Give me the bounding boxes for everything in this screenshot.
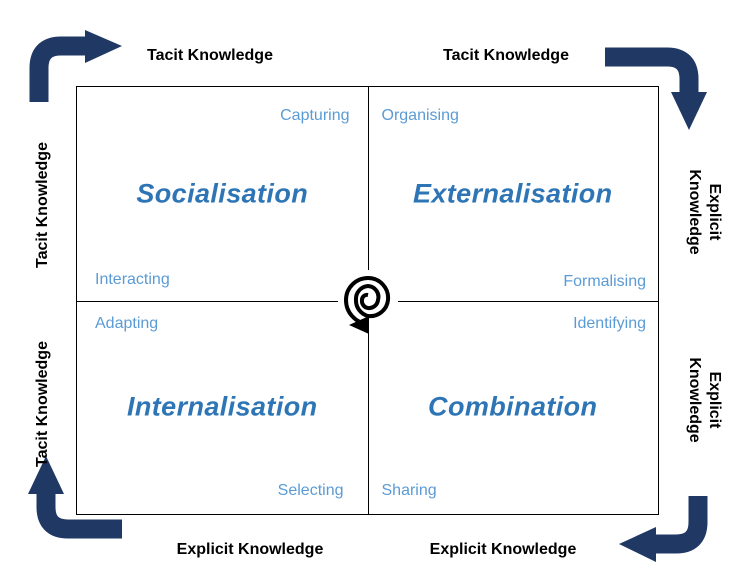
axis-label-bottom-right: Explicit Knowledge [429,541,577,558]
quadrant-internalisation: Adapting Internalisation Selecting [77,301,368,515]
quadrant-corner-label: Selecting [277,482,344,499]
spiral-arrow-icon [338,270,398,334]
axis-label-left-bottom: Tacit Knowledge [34,341,51,467]
quadrant-corner-label: Organising [381,107,459,124]
quadrant-title: Socialisation [136,178,309,209]
axis-label-bottom-left: Explicit Knowledge [176,541,324,558]
quadrant-externalisation: Organising Externalisation Formalising [368,87,659,301]
quadrant-corner-label: Sharing [381,482,437,499]
curved-arrow-down-icon [605,47,707,130]
quadrant-corner-label: Identifying [573,314,646,332]
axis-label-right-bottom: Explicit Knowledge [686,357,723,443]
seci-matrix: Capturing Socialisation Interacting Orga… [76,86,659,515]
axis-label-right-top: Explicit Knowledge [686,169,723,255]
quadrant-title: Internalisation [126,391,318,422]
quadrant-corner-label: Adapting [95,314,159,332]
axis-label-top-right: Tacit Knowledge [443,47,569,64]
quadrant-title: Externalisation [412,178,613,209]
curved-arrow-right-icon [29,30,122,102]
quadrant-title: Combination [428,391,598,422]
quadrant-corner-label: Interacting [95,270,170,288]
quadrant-combination: Identifying Combination Sharing [368,301,659,515]
axis-label-top-left: Tacit Knowledge [147,47,273,64]
curved-arrow-up-icon [28,456,122,539]
quadrant-socialisation: Capturing Socialisation Interacting [77,87,368,301]
curved-arrow-left-icon [619,496,708,562]
axis-label-left-top: Tacit Knowledge [34,142,51,268]
quadrant-corner-label: Capturing [280,107,350,124]
quadrant-corner-label: Formalising [563,272,646,290]
